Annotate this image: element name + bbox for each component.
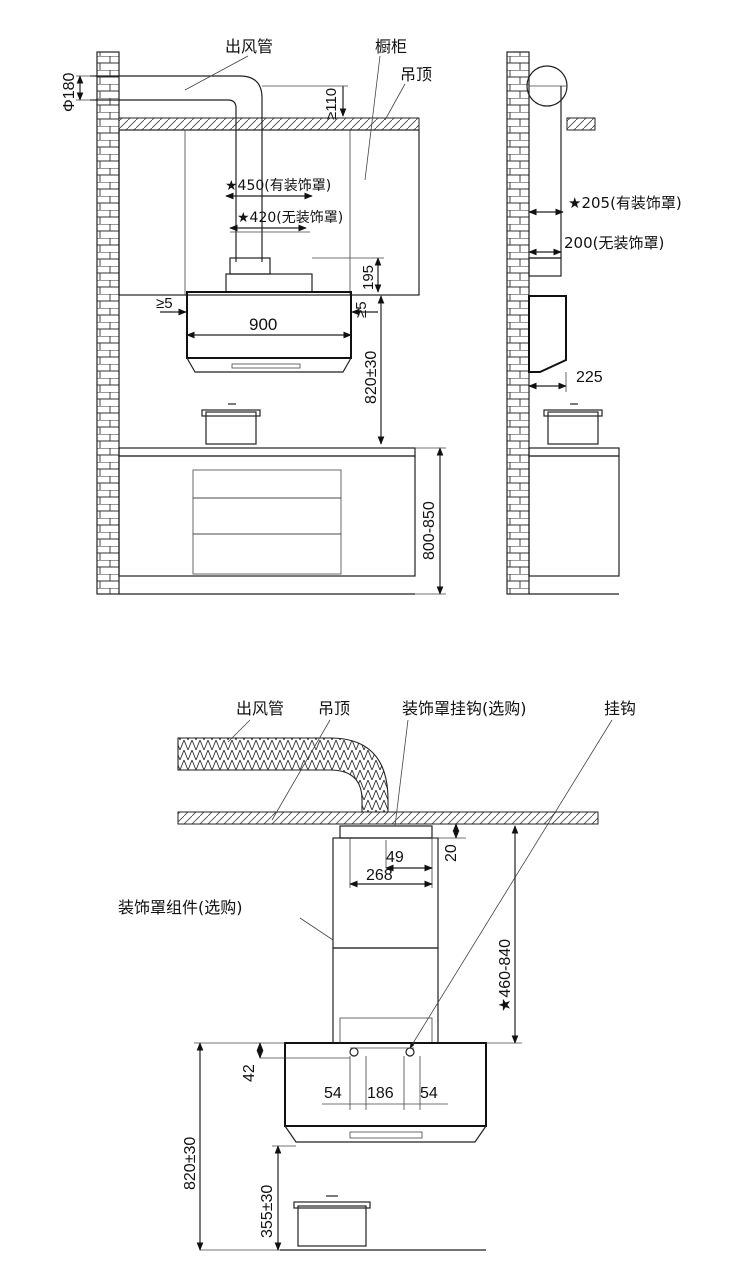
pot <box>205 411 257 445</box>
wall-right <box>506 51 530 595</box>
wall-left <box>96 51 120 595</box>
label-duct-bottom: 出风管 <box>236 699 284 718</box>
flex-duct <box>177 737 389 817</box>
dim-phi180: Φ180 <box>61 72 78 112</box>
cover-hook-bracket <box>339 825 433 839</box>
front-view: Φ180 ≥110 出风管 橱柜 吊顶 ★450(有装饰罩) ★420(无装饰罩… <box>61 37 446 595</box>
base-cabinet <box>118 455 416 577</box>
dim-d42: 42 <box>241 1064 258 1082</box>
dim-d54-right: 54 <box>420 1085 438 1102</box>
label-ceiling-bottom: 吊顶 <box>318 699 350 718</box>
ceiling-slab-bottom <box>177 811 599 825</box>
hood-body <box>186 291 352 359</box>
hood-profile <box>528 295 567 373</box>
duct-pipe <box>90 75 263 262</box>
side-view: ★205(有装饰罩) 200(无装饰罩) 225 <box>506 51 682 595</box>
label-cover-hook: 装饰罩挂钩(选购) <box>402 699 527 718</box>
dim-d186: 186 <box>367 1085 394 1102</box>
dim-h820: 820±30 <box>363 351 380 404</box>
label-ceiling: 吊顶 <box>400 65 432 84</box>
hood-body-bottom <box>284 1042 487 1127</box>
ceiling-slab <box>118 117 420 131</box>
dim-d225: 225 <box>576 369 603 386</box>
dim-w420: ★420(无装饰罩) <box>237 210 343 226</box>
dim-ge110: ≥110 <box>323 88 340 120</box>
bottom-view: 出风管 吊顶 装饰罩挂钩(选购) 挂钩 装饰罩组件(选购) 49 268 20 … <box>118 699 636 1251</box>
dim-ge5-right: ≥5 <box>353 301 370 318</box>
dim-h195: 195 <box>360 265 377 290</box>
label-duct: 出风管 <box>225 37 273 56</box>
label-cover-assembly: 装饰罩组件(选购) <box>118 898 243 917</box>
dim-h820-bottom: 820±30 <box>182 1137 199 1190</box>
dim-w450: ★450(有装饰罩) <box>225 178 331 194</box>
dim-ge5-left: ≥5 <box>156 295 173 312</box>
dim-h355: 355±30 <box>259 1185 276 1238</box>
label-hook: 挂钩 <box>604 699 636 718</box>
dim-d20: 20 <box>443 844 460 862</box>
dim-d268: 268 <box>366 867 393 884</box>
dim-d54-left: 54 <box>324 1085 342 1102</box>
label-cabinet: 橱柜 <box>375 37 407 56</box>
dim-d200: 200(无装饰罩) <box>564 234 664 252</box>
upper-cabinet <box>118 129 420 296</box>
dim-h800-850: 800-850 <box>421 501 438 560</box>
countertop <box>118 447 416 457</box>
dim-h460-840: ★460-840 <box>497 939 514 1012</box>
dim-d49: 49 <box>386 849 404 866</box>
dim-w900: 900 <box>249 315 277 334</box>
dim-d205: ★205(有装饰罩) <box>568 194 682 212</box>
